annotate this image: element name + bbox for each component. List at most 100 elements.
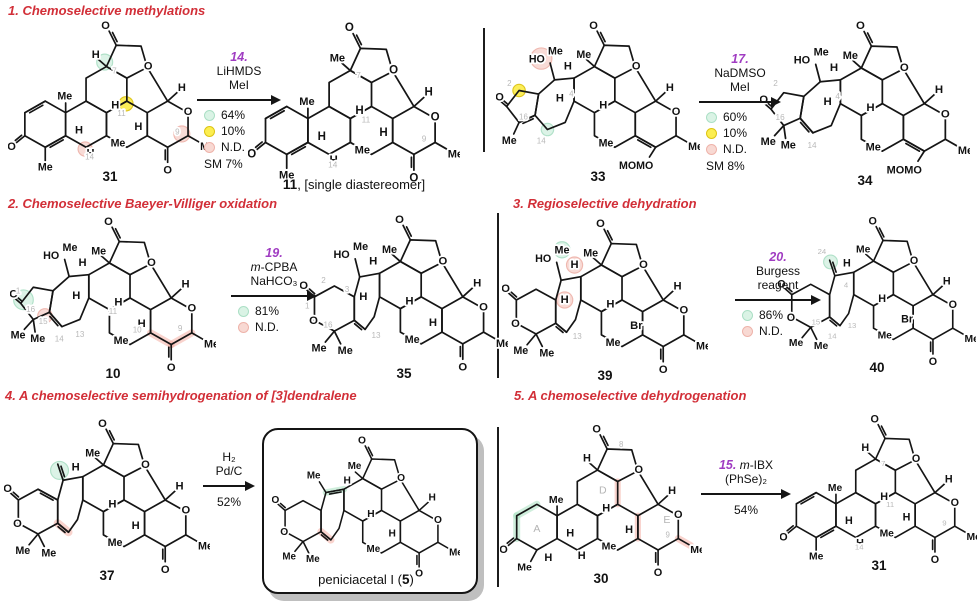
reagent-text: MeI <box>729 80 750 94</box>
yield-footnote: 52% <box>216 495 242 509</box>
compound-label-suffix: ) <box>409 572 414 588</box>
structure-35: OOHOMeHMeOOOMeMeHOMeHHMeH2311613 <box>300 212 508 373</box>
svg-text:O: O <box>949 299 957 311</box>
svg-text:Me: Me <box>688 141 700 153</box>
reagent-line: (PhSe)₂ <box>700 472 792 486</box>
structure-peni: OOHOMeHMeOOOMeMeMeHMeH <box>272 434 460 579</box>
svg-text:H: H <box>861 442 869 454</box>
svg-text:O: O <box>931 554 939 565</box>
structure-31b: OOHOMeHMeOOMeMeHHHH711914 <box>780 412 977 565</box>
step-number: 15. <box>718 458 737 472</box>
compound-number: 31 <box>871 557 887 573</box>
svg-text:O: O <box>458 361 467 372</box>
svg-text:H: H <box>566 527 574 539</box>
compound-37: OOHOMeHMeOOOMeMeHMeH37 <box>4 414 210 583</box>
compound-11: OOHOMeHMeOOMeMeHHMeH71191411, [single di… <box>248 18 460 192</box>
svg-text:H: H <box>359 291 367 303</box>
svg-text:O: O <box>184 106 193 118</box>
svg-text:O: O <box>856 20 865 32</box>
reagent-text: NaDMSO <box>714 66 766 80</box>
yield-dot-p <box>742 325 753 337</box>
svg-text:11: 11 <box>362 114 371 124</box>
svg-text:O: O <box>589 20 598 32</box>
svg-text:14: 14 <box>328 160 338 170</box>
reagent-text: H₂ <box>222 450 236 464</box>
svg-text:4: 4 <box>569 90 574 99</box>
svg-text:2: 2 <box>773 79 778 88</box>
svg-text:16: 16 <box>26 305 35 314</box>
structure-34: OOHOMeHMeMOMOOMeMeHOMeHHMe216414 <box>760 18 970 178</box>
svg-text:H: H <box>473 277 481 289</box>
svg-text:Me: Me <box>279 170 294 182</box>
step-number: 20. <box>769 250 787 264</box>
svg-text:H: H <box>181 279 189 291</box>
svg-text:Me: Me <box>85 447 100 459</box>
yield-row: N.D. <box>742 324 822 338</box>
reaction-arrow-icon <box>203 481 255 491</box>
svg-text:Me: Me <box>338 345 353 357</box>
reaction-arrow-icon <box>231 291 317 301</box>
svg-text:Me: Me <box>449 547 460 558</box>
svg-text:O: O <box>141 459 150 471</box>
svg-text:Me: Me <box>555 245 570 257</box>
svg-text:HO: HO <box>43 250 59 262</box>
svg-text:O: O <box>912 453 920 465</box>
svg-text:2: 2 <box>507 79 512 88</box>
svg-text:O: O <box>309 315 318 327</box>
yield-row: 10% <box>204 124 282 138</box>
svg-text:O: O <box>431 112 440 124</box>
structure-39: OOHOMeHMeOOOMeMeHOMeHHMeBr13 <box>502 216 708 375</box>
compound-label: 37 <box>4 568 210 583</box>
section-5-header: 5. A chemoselective dehydrogenation <box>514 388 747 403</box>
reagent-line: MeI <box>196 78 282 92</box>
compound-31b: OOHOMeHMeOOMeMeHHHH71191431 <box>780 410 977 573</box>
yield-dot-p <box>706 143 717 155</box>
yield-value: 81% <box>255 304 280 318</box>
svg-text:O: O <box>502 283 510 295</box>
svg-text:15: 15 <box>812 318 821 327</box>
svg-text:H: H <box>114 296 122 308</box>
svg-text:O: O <box>161 564 170 575</box>
yield-value: N.D. <box>221 140 245 154</box>
reagent-line: MeI <box>698 80 782 94</box>
svg-text:13: 13 <box>573 332 582 341</box>
svg-text:H: H <box>72 462 80 474</box>
yield-dot-g <box>706 111 717 123</box>
structure-31: OOHOMeHMeOOMeMeHHHH711914 <box>8 18 212 176</box>
svg-text:Me: Me <box>353 241 368 253</box>
svg-text:O: O <box>780 531 788 543</box>
svg-text:O: O <box>101 20 110 32</box>
svg-text:O: O <box>248 148 256 160</box>
svg-text:4: 4 <box>835 92 840 101</box>
section-1-header: 1. Chemoselective methylations <box>8 3 206 18</box>
svg-text:O: O <box>500 544 508 556</box>
step-number: 19. <box>265 246 283 260</box>
svg-text:H: H <box>564 61 572 73</box>
svg-text:O: O <box>345 22 354 34</box>
svg-text:O: O <box>409 172 418 184</box>
svg-text:Me: Me <box>114 335 129 347</box>
svg-text:14: 14 <box>828 331 837 340</box>
yield-value: 60% <box>723 110 748 124</box>
section-divider <box>497 427 499 587</box>
svg-text:Me: Me <box>311 342 326 354</box>
svg-text:7: 7 <box>356 70 361 80</box>
step-number: 17. <box>731 52 749 66</box>
svg-text:Me: Me <box>348 461 362 472</box>
svg-text:O: O <box>395 214 404 226</box>
svg-text:O: O <box>659 364 668 375</box>
yield-footnote: SM 8% <box>706 159 745 173</box>
reagent-line: Burgess <box>734 264 822 278</box>
svg-text:15: 15 <box>39 317 48 326</box>
reagent-line: H₂ <box>202 450 256 464</box>
compound-39: OOHOMeHMeOOOMeMeHOMeHHMeBr1339 <box>502 214 708 383</box>
svg-text:O: O <box>871 413 879 425</box>
svg-text:H: H <box>134 121 142 133</box>
svg-text:Me: Me <box>30 333 45 345</box>
svg-text:13: 13 <box>848 321 857 330</box>
svg-text:8: 8 <box>619 440 624 449</box>
svg-text:H: H <box>935 84 943 96</box>
compound-label: 31 <box>8 169 212 184</box>
